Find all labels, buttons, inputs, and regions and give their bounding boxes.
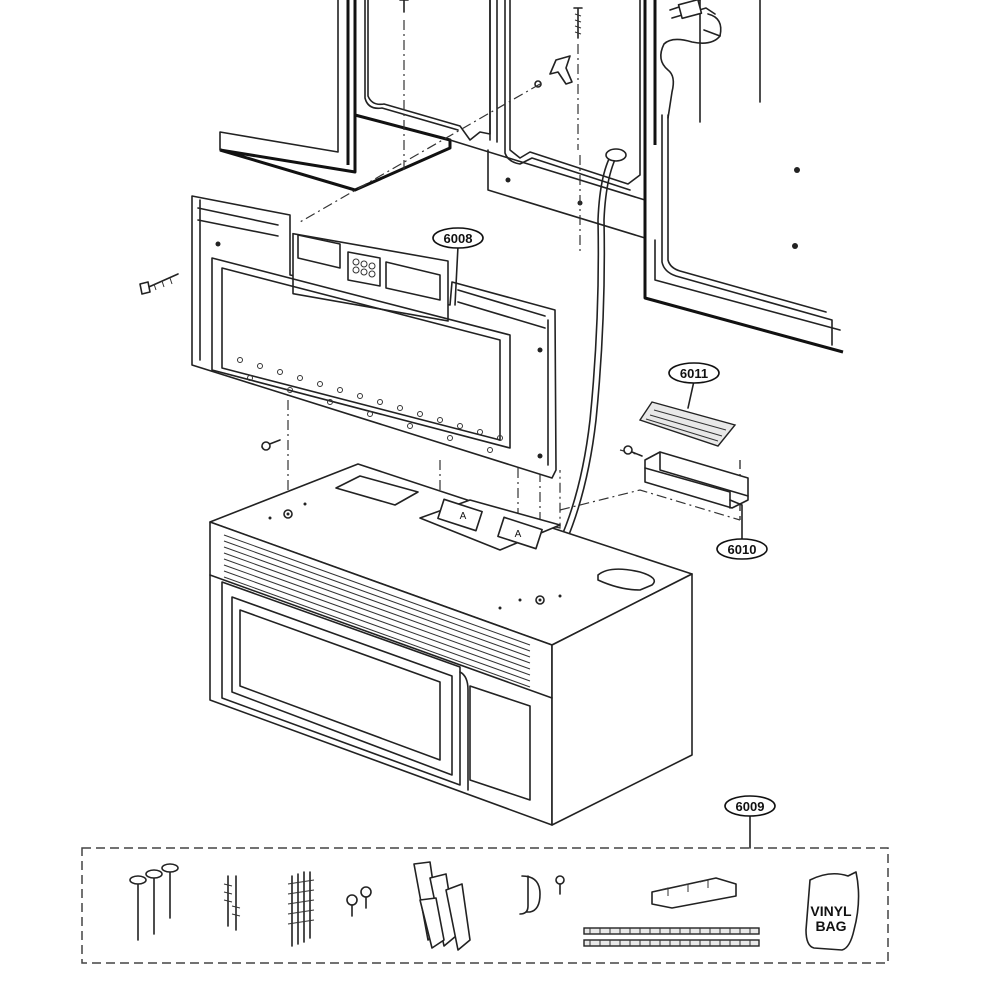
damper-part <box>638 401 737 447</box>
plate-hole-row <box>237 357 503 453</box>
callout-6010: 6010 <box>716 538 768 560</box>
callout-6008: 6008 <box>432 227 484 249</box>
hardware-kit-box: VINYL BAG <box>81 847 889 964</box>
vinyl-bag-label-line1: VINYL <box>810 903 852 919</box>
damper-bracket <box>651 877 737 909</box>
vinyl-bag: VINYL BAG <box>805 871 860 951</box>
panel-label-a-right: A <box>515 529 522 540</box>
bolts-bundle <box>287 871 315 947</box>
callout-6010-label: 6010 <box>728 542 757 557</box>
callout-6009-label: 6009 <box>736 799 765 814</box>
callout-6011-label: 6011 <box>680 366 708 381</box>
vinyl-bag-label-line2: BAG <box>815 918 846 934</box>
long-screws <box>129 863 179 941</box>
vent-slats <box>223 534 531 688</box>
cord-clamp <box>519 875 565 915</box>
callout-6011: 6011 <box>668 362 720 384</box>
callout-leaders <box>454 245 751 849</box>
callout-6008-label: 6008 <box>444 231 473 246</box>
exhaust-adapter <box>623 445 749 509</box>
panel-label-a-left: A <box>460 511 467 522</box>
callout-6009: 6009 <box>724 795 776 817</box>
toggle-wings <box>413 861 471 951</box>
microwave-oven: A A <box>209 463 693 826</box>
upper-cabinets <box>219 0 844 354</box>
top-screws <box>399 0 583 88</box>
vent-grid <box>352 258 376 278</box>
mounting-plate <box>139 195 557 479</box>
small-screws <box>346 886 372 917</box>
wood-screws <box>223 875 241 931</box>
spring-strips <box>583 927 760 947</box>
